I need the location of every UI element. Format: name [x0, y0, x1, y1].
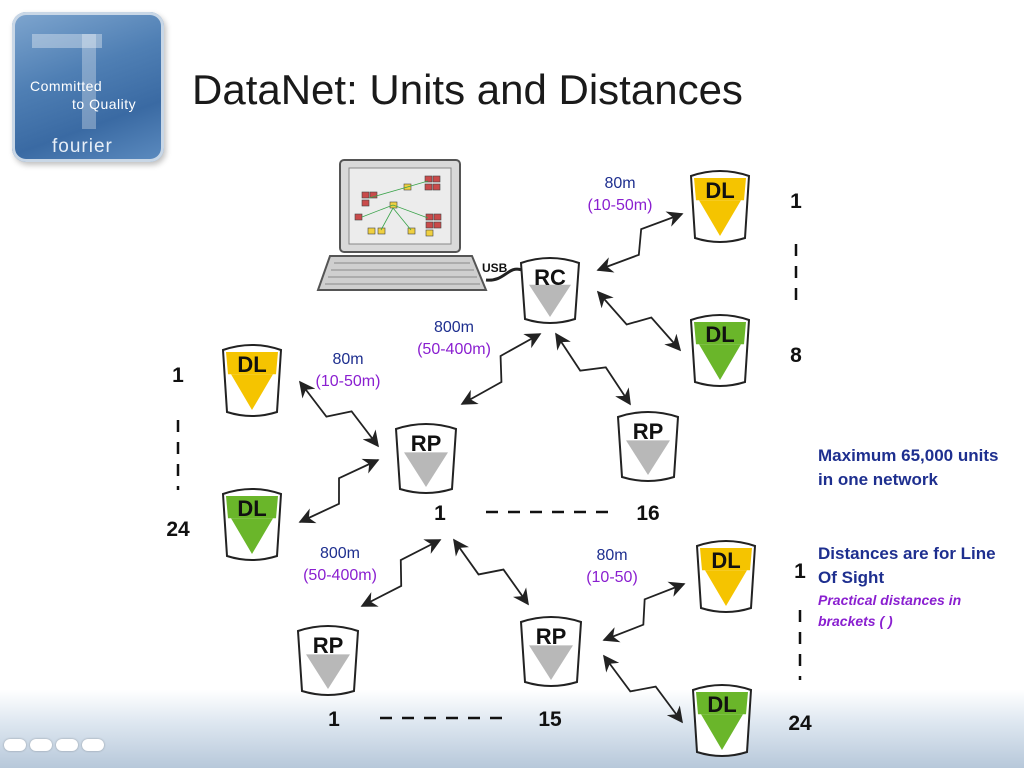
node-dl-dl_br24: DL	[691, 684, 753, 757]
node-label: RP	[313, 633, 344, 658]
node-rp-rp1: RP	[394, 423, 458, 494]
note-line-of-sight: Distances are for Line Of Sight	[818, 544, 996, 587]
laptop-icon	[316, 159, 488, 291]
node-rp-rp_l: RP	[296, 625, 360, 696]
range-rc_rp: (50-400m)	[417, 341, 491, 358]
page-title: DataNet: Units and Distances	[192, 66, 743, 113]
count-rpb_a: 1	[328, 708, 340, 731]
note-max-units: Maximum 65,000 units in one network	[818, 446, 999, 489]
distance-rp_dl_r: 80m	[596, 547, 627, 564]
range-rp_dl_l: (10-50m)	[316, 373, 381, 390]
distance-rc_dl: 80m	[604, 175, 635, 192]
node-label: DL	[711, 548, 740, 573]
note-practical: Practical distances in brackets ( )	[818, 592, 962, 629]
count-rpb_b: 15	[538, 708, 562, 731]
footer-decoration	[0, 690, 1024, 768]
node-dl-dl_tr1: DL	[689, 170, 751, 243]
usb-label: USB	[482, 261, 508, 275]
count-l_bot: 24	[166, 518, 190, 541]
count-br_top: 1	[794, 560, 806, 583]
node-dl-dl_l24: DL	[221, 488, 283, 561]
link-arrow-7	[453, 538, 529, 606]
link-arrow-3	[555, 332, 631, 406]
link-arrow-9	[603, 654, 683, 724]
node-rp-rp15: RP	[519, 616, 583, 687]
distance-rp_dl_l: 80m	[332, 351, 363, 368]
node-label: RP	[633, 419, 664, 444]
node-label: DL	[237, 352, 266, 377]
count-rp_a: 1	[434, 502, 446, 525]
link-arrow-8	[602, 581, 686, 643]
node-label: RC	[534, 265, 566, 290]
usb-cable	[485, 267, 523, 282]
count-rp_b: 16	[636, 502, 659, 525]
node-label: RP	[536, 624, 567, 649]
count-tr_top: 1	[790, 190, 802, 213]
logo-brand: fourier	[52, 136, 113, 157]
range-rp_rp: (50-400m)	[303, 567, 377, 584]
count-br_bot: 24	[788, 712, 812, 735]
node-label: RP	[411, 431, 442, 456]
link-arrow-0	[596, 211, 684, 273]
link-arrow-4	[299, 380, 379, 448]
logo-line-1: Committed	[30, 78, 103, 94]
fourier-logo: Committed to Quality fourier	[12, 12, 164, 162]
link-arrow-6	[360, 539, 442, 607]
radio-links	[298, 211, 686, 724]
range-rc_dl: (10-50m)	[588, 197, 653, 214]
range-markers	[176, 244, 802, 720]
link-arrow-5	[298, 458, 380, 524]
node-dl-dl_l1: DL	[221, 344, 283, 417]
distance-rp_rp: 800m	[320, 545, 360, 562]
count-l_top: 1	[172, 364, 184, 387]
link-arrow-1	[596, 290, 682, 352]
node-dl-dl_tr8: DL	[689, 314, 751, 387]
range-rp_dl_r: (10-50)	[586, 569, 638, 586]
logo-line-2: to Quality	[72, 96, 137, 112]
link-arrow-2	[460, 333, 542, 405]
node-label: DL	[707, 692, 736, 717]
node-label: DL	[705, 178, 734, 203]
node-rc-rc: RC	[519, 257, 581, 324]
count-tr_bot: 8	[790, 344, 802, 367]
node-rp-rp16: RP	[616, 411, 680, 482]
distance-rc_rp: 800m	[434, 319, 474, 336]
node-dl-dl_br1: DL	[695, 540, 757, 613]
node-label: DL	[705, 322, 734, 347]
node-label: DL	[237, 496, 266, 521]
